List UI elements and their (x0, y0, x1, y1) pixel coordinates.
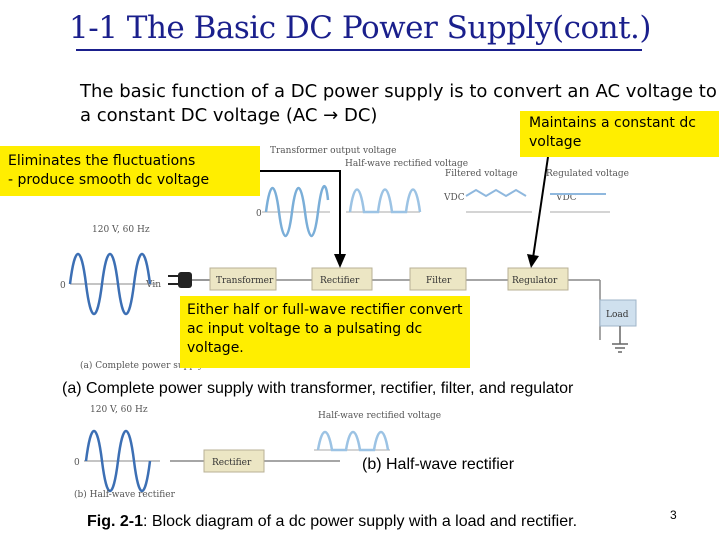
intro-text: The basic function of a DC power supply … (80, 81, 717, 126)
page-number: 3 (670, 508, 677, 522)
rectifier-block-b (203, 449, 265, 473)
signal-label-b: Half-wave rectified voltage (318, 411, 441, 421)
filter-block (409, 267, 467, 291)
diagram-a: 120 V, 60 Hz 0 Vin Transformer output vo… (60, 146, 637, 371)
signal-label-regulated: Regulated voltage (546, 169, 629, 179)
rectifier-block-b-label: Rectifier (212, 458, 252, 468)
callout-filter: Eliminates the fluctuations - produce sm… (0, 146, 260, 196)
vdc-label-filter: VDC (443, 193, 465, 203)
page-title: 1-1 The Basic DC Power Supply(cont.) (69, 10, 651, 46)
callout-pointers (260, 156, 549, 268)
figure-caption-label: Fig. 2-1 (87, 513, 144, 530)
small-caption-a: (a) Complete power supply (80, 360, 204, 371)
vdc-label-regulator: VDC (555, 193, 577, 203)
input-sine-wave-a (68, 252, 152, 316)
source-label-a: 120 V, 60 Hz (92, 225, 150, 235)
figure-caption-text: : Block diagram of a dc power supply wit… (143, 513, 578, 530)
callout-filter-line1: Eliminates the fluctuations (8, 153, 196, 169)
callout-regulator: Maintains a constant dc voltage (520, 111, 719, 157)
signal-label-transformer: Transformer output voltage (270, 146, 396, 156)
load-block-label: Load (606, 310, 629, 320)
rectifier-block (311, 267, 373, 291)
signal-label-halfwave: Half-wave rectified voltage (345, 159, 468, 169)
zero-label-a: 0 (60, 281, 66, 291)
halfwave-output-wave-b (316, 430, 390, 452)
transformer-block (209, 267, 277, 291)
regulator-block (507, 267, 569, 291)
halfwave-output-wave (348, 188, 422, 214)
ground-icon (612, 326, 628, 353)
vin-label: Vin (145, 280, 161, 290)
small-caption-b: (b) Half-wave rectifier (74, 489, 176, 500)
figure-caption: Fig. 2-1: Block diagram of a dc power su… (87, 513, 577, 531)
regulator-block-label: Regulator (512, 276, 558, 286)
source-label-b: 120 V, 60 Hz (90, 405, 148, 415)
diagram-b: 120 V, 60 Hz 0 Rectifier Half-wave recti… (74, 405, 441, 500)
regulator-pointer (532, 156, 549, 259)
transformer-block-label: Transformer (216, 276, 274, 286)
load-block (599, 299, 637, 327)
caption-a: (a) Complete power supply with transform… (62, 380, 574, 397)
callout-filter-line2: - produce smooth dc voltage (8, 172, 210, 188)
zero-label-b: 0 (74, 458, 80, 468)
filter-pointer (260, 170, 341, 258)
transformer-output-wave (264, 185, 330, 237)
signal-label-filtered: Filtered voltage (445, 169, 518, 179)
filter-block-label: Filter (426, 276, 452, 286)
rectifier-block-label: Rectifier (320, 276, 360, 286)
plug-icon (168, 272, 210, 288)
callout-rectifier: Either half or full-wave rectifier conve… (180, 296, 470, 368)
filtered-voltage-wave (465, 188, 527, 198)
input-sine-wave-b (84, 429, 152, 493)
title-underline (76, 49, 642, 51)
caption-b: (b) Half-wave rectifier (362, 456, 515, 473)
zero-label-tx: 0 (256, 209, 262, 219)
